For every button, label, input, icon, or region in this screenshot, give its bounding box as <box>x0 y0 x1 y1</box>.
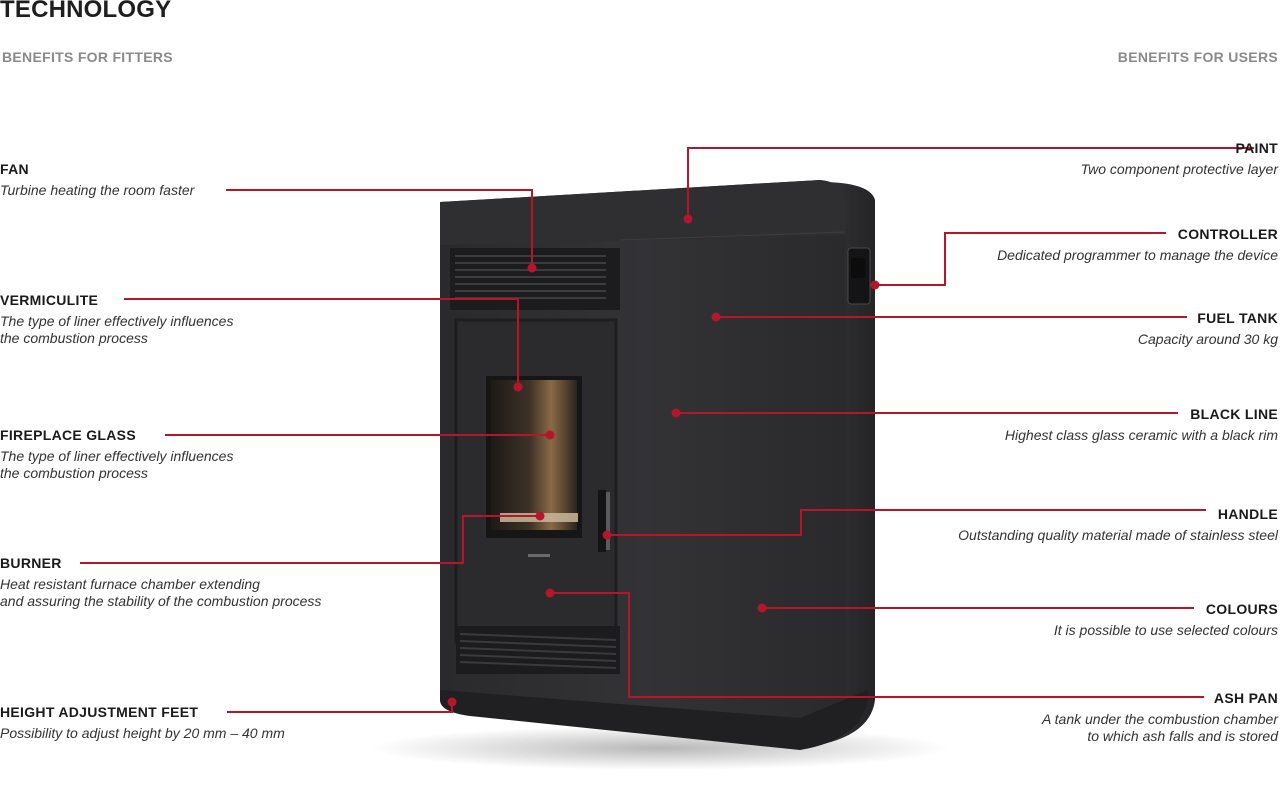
leader-ash-pan <box>550 592 1204 698</box>
dot-fan <box>527 263 537 273</box>
dot-controller <box>870 280 880 290</box>
callout-black-line-desc: Highest class glass ceramic with a black… <box>1004 427 1278 443</box>
fan-grille <box>450 248 620 310</box>
callout-paint-desc: Two component protective layer <box>1080 161 1278 177</box>
callout-handle-desc: Outstanding quality material made of sta… <box>958 527 1278 543</box>
callout-ash-pan-name: ASH PAN <box>1213 690 1278 706</box>
callout-burner: BURNER Heat resistant furnace chamber ex… <box>0 555 321 610</box>
callout-vermiculite: VERMICULITE The type of liner effectivel… <box>0 292 233 347</box>
callout-fireplace-glass-desc: The type of liner effectively influences… <box>0 448 234 481</box>
callout-burner-name: BURNER <box>0 555 62 571</box>
callout-controller-desc: Dedicated programmer to manage the devic… <box>997 247 1278 263</box>
callout-controller: CONTROLLER Dedicated programmer to manag… <box>997 226 1278 264</box>
callout-fireplace-glass: FIREPLACE GLASS The type of liner effect… <box>0 427 233 482</box>
dot-height-feet <box>447 697 457 707</box>
callout-ash-pan: ASH PAN A tank under the combustion cham… <box>1042 690 1278 745</box>
dot-burner <box>535 511 545 521</box>
callout-paint: PAINT Two component protective layer <box>1081 140 1278 178</box>
callout-handle-name: HANDLE <box>1217 506 1278 522</box>
leader-controller <box>875 232 1166 286</box>
callout-vermiculite-name: VERMICULITE <box>0 292 99 308</box>
callout-handle: HANDLE Outstanding quality material made… <box>958 506 1278 544</box>
door-handle <box>598 490 606 552</box>
page-title: TECHNOLOGY <box>0 0 172 23</box>
dot-fuel-tank <box>711 312 721 322</box>
callout-fireplace-glass-name: FIREPLACE GLASS <box>0 427 136 443</box>
callout-fuel-tank: FUEL TANK Capacity around 30 kg <box>1138 310 1278 348</box>
dot-handle <box>602 530 612 540</box>
callout-height-feet: HEIGHT ADJUSTMENT FEET Possibility to ad… <box>0 704 285 742</box>
callout-height-feet-desc: Possibility to adjust height by 20 mm – … <box>0 725 285 741</box>
callout-height-feet-name: HEIGHT ADJUSTMENT FEET <box>0 704 199 720</box>
leader-paint <box>687 147 1254 219</box>
dot-paint <box>683 214 693 224</box>
leader-fan <box>226 189 533 268</box>
callout-fan-desc: Turbine heating the room faster <box>0 182 195 198</box>
callout-fan-name: FAN <box>0 161 29 177</box>
dot-vermiculite <box>513 382 523 392</box>
callout-colours-name: COLOURS <box>1205 601 1278 617</box>
dot-black-line <box>671 408 681 418</box>
fireplace-glass <box>491 380 577 530</box>
dot-ash-pan <box>545 588 555 598</box>
stove-base <box>440 690 868 750</box>
leader-burner <box>80 515 540 564</box>
callout-ash-pan-desc: A tank under the combustion chamber to w… <box>1041 711 1278 744</box>
callout-controller-name: CONTROLLER <box>1177 226 1278 242</box>
callout-paint-name: PAINT <box>1235 140 1278 156</box>
callout-vermiculite-desc: The type of liner effectively influences… <box>0 313 234 346</box>
callout-fuel-tank-name: FUEL TANK <box>1197 310 1278 326</box>
brand-plate-icon <box>528 554 550 557</box>
fitters-heading: BENEFITS FOR FITTERS <box>2 49 173 65</box>
callout-black-line: BLACK LINE Highest class glass ceramic w… <box>1005 406 1278 444</box>
stove-top-edge <box>440 180 845 245</box>
callout-colours-desc: It is possible to use selected colours <box>1053 622 1278 638</box>
leader-vermiculite <box>124 298 519 387</box>
users-heading: BENEFITS FOR USERS <box>1117 49 1278 65</box>
callout-black-line-name: BLACK LINE <box>1190 406 1278 422</box>
dot-fireplace-glass <box>545 430 555 440</box>
callout-fuel-tank-desc: Capacity around 30 kg <box>1137 331 1278 347</box>
leader-handle <box>607 509 1206 536</box>
callout-fan: FAN Turbine heating the room faster <box>0 161 194 199</box>
callout-burner-desc: Heat resistant furnace chamber extending… <box>0 576 322 609</box>
callout-colours: COLOURS It is possible to use selected c… <box>1054 601 1278 639</box>
dot-colours <box>757 603 767 613</box>
